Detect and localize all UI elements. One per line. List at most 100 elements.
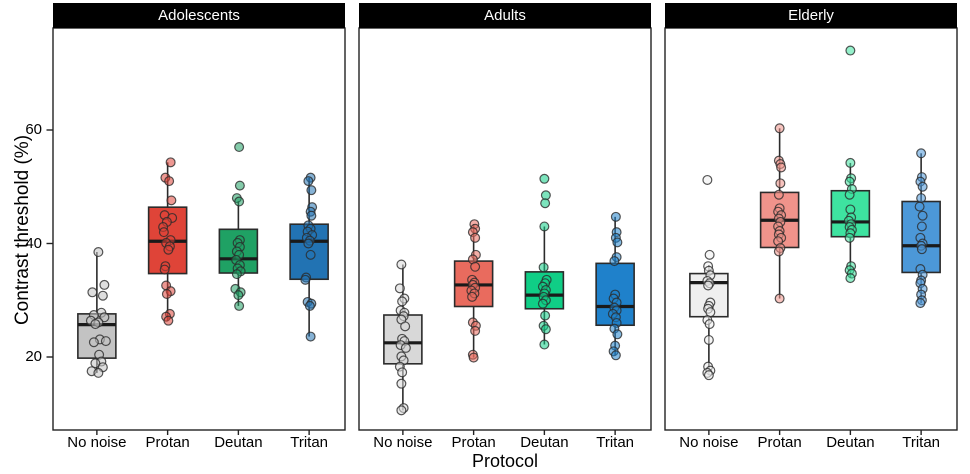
jitter-point <box>397 367 408 378</box>
jitter-point <box>306 210 317 221</box>
y-tick-label: 20 <box>25 348 42 365</box>
jitter-point <box>164 176 175 187</box>
jitter-point <box>234 180 245 191</box>
jitter-point <box>306 185 317 196</box>
jitter-point <box>397 296 408 307</box>
jitter-point <box>158 227 169 238</box>
jitter-point <box>845 45 856 56</box>
jitter-point <box>470 261 481 272</box>
jitter-point <box>917 210 928 221</box>
jitter-point <box>394 283 405 294</box>
panel-border <box>664 27 958 431</box>
jitter-point <box>612 329 623 340</box>
jitter-point <box>774 123 785 134</box>
jitter-point <box>400 321 411 332</box>
jitter-point <box>300 274 311 285</box>
jitter-point <box>165 157 176 168</box>
jitter-point <box>704 319 715 330</box>
x-tick-label: Tritan <box>290 434 329 451</box>
jitter-point <box>90 319 101 330</box>
jitter-point <box>163 315 174 326</box>
jitter-point <box>776 162 787 173</box>
jitter-point <box>470 232 481 243</box>
jitter-point <box>163 244 174 255</box>
jitter-point <box>844 189 855 200</box>
jitter-point <box>90 358 101 369</box>
jitter-point <box>233 290 244 301</box>
jitter-point <box>305 331 316 342</box>
jitter-point <box>609 256 620 267</box>
jitter-point <box>916 148 927 159</box>
jitter-point <box>234 300 245 311</box>
jitter-point <box>234 142 245 153</box>
jitter-point <box>97 290 108 301</box>
jitter-point <box>612 237 623 248</box>
facet-strip: Adolescents <box>53 3 345 28</box>
jitter-point <box>400 342 411 353</box>
panel-border <box>52 27 346 431</box>
jitter-point <box>538 262 549 273</box>
x-tick-label: Deutan <box>520 434 569 451</box>
facet-strip: Adults <box>359 3 651 28</box>
jitter-point <box>99 279 110 290</box>
jitter-point <box>775 178 786 189</box>
jitter-point <box>916 221 927 232</box>
facet-strip: Elderly <box>665 3 957 28</box>
jitter-point <box>916 244 927 255</box>
x-tick-label: Deutan <box>214 434 263 451</box>
jitter-point <box>916 193 927 204</box>
jitter-point <box>396 405 407 416</box>
jitter-point <box>540 198 551 209</box>
jitter-point <box>304 300 315 311</box>
jitter-point <box>87 287 98 298</box>
jitter-point <box>468 352 479 363</box>
x-tick-label: Tritan <box>902 434 941 451</box>
facet-label: Adults <box>484 7 526 24</box>
jitter-point <box>539 339 550 350</box>
jitter-point <box>234 196 245 207</box>
jitter-point <box>917 181 928 192</box>
jitter-point <box>166 195 177 206</box>
jitter-point <box>703 280 714 291</box>
jitter-point <box>539 173 550 184</box>
jitter-point <box>396 378 407 389</box>
jitter-point <box>396 259 407 270</box>
jitter-point <box>93 247 104 258</box>
jitter-point <box>610 350 621 361</box>
y-tick-label: 40 <box>25 234 42 252</box>
facet-label: Adolescents <box>158 7 240 24</box>
y-axis-title: Contrast threshold (%) <box>12 134 33 326</box>
jitter-point <box>540 310 551 321</box>
jitter-point <box>610 211 621 222</box>
jitter-point <box>467 291 478 302</box>
x-tick-label: Protan <box>451 434 496 451</box>
jitter-point <box>704 249 715 260</box>
jitter-point <box>845 157 856 168</box>
jitter-point <box>88 337 99 348</box>
jitter-point <box>537 298 548 309</box>
jitter-point <box>703 334 714 345</box>
jitter-point <box>303 238 314 249</box>
jitter-point <box>303 176 314 187</box>
jitter-point <box>305 249 316 260</box>
jitter-point <box>702 174 713 185</box>
jitter-point <box>159 264 170 275</box>
jitter-point <box>844 232 855 243</box>
x-tick-label: Tritan <box>596 434 635 451</box>
jitter-point <box>539 221 550 232</box>
x-tick-label: No noise <box>373 434 433 451</box>
x-tick-label: Deutan <box>826 434 875 451</box>
jitter-point <box>161 289 172 300</box>
jitter-point <box>100 336 111 347</box>
x-tick-label: Protan <box>145 434 190 451</box>
jitter-point <box>845 273 856 284</box>
panel-border <box>358 27 652 431</box>
jitter-point <box>773 189 784 200</box>
x-tick-label: Protan <box>757 434 802 451</box>
jitter-point <box>93 367 104 378</box>
jitter-point <box>540 324 551 335</box>
x-tick-label: No noise <box>679 434 739 451</box>
y-tick-label: 60 <box>25 121 42 138</box>
